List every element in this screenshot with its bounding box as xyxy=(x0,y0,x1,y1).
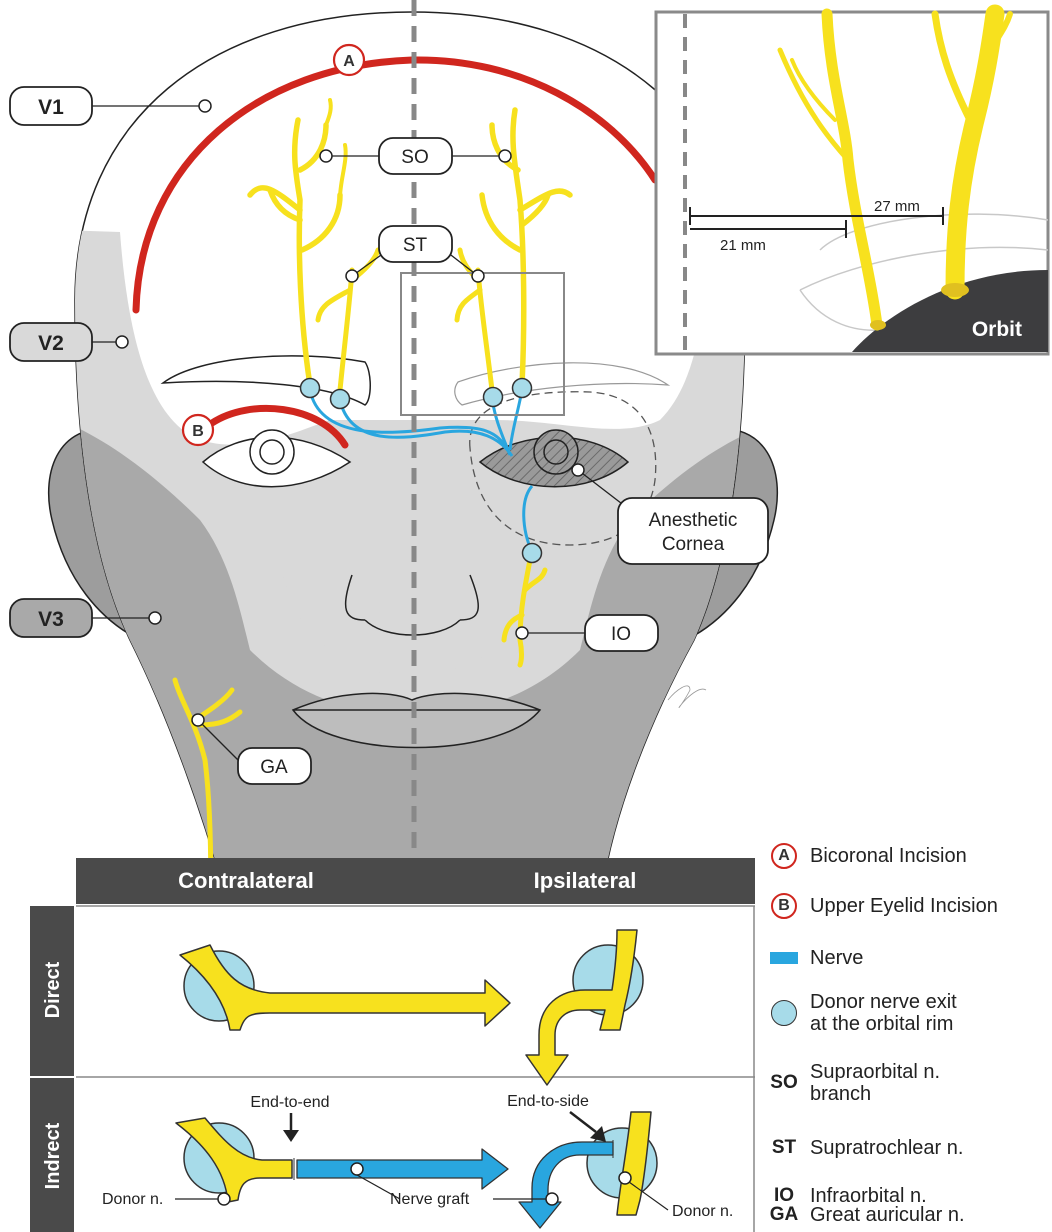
legend-item-a: A Bicoronal Incision xyxy=(764,838,967,874)
legend-item-donor: Donor nerve exit at the orbital rim xyxy=(764,988,957,1038)
legend-donor-text-2: at the orbital rim xyxy=(810,1013,957,1035)
col-contralateral: Contralateral xyxy=(178,868,314,893)
measure-21: 21 mm xyxy=(720,237,766,254)
legend-item-ga: GA Great auricular n. xyxy=(764,1198,965,1232)
measure-27: 27 mm xyxy=(874,198,920,215)
svg-text:ST: ST xyxy=(403,235,428,256)
svg-text:Cornea: Cornea xyxy=(662,534,725,555)
orbit-inset: Orbit 27 mm 21 mm xyxy=(656,12,1048,354)
legend-a-text: Bicoronal Incision xyxy=(810,845,967,867)
row-indirect: Indrect xyxy=(42,1122,64,1189)
legend-nerve-text: Nerve xyxy=(810,947,863,969)
legend-item-b: B Upper Eyelid Incision xyxy=(764,888,998,924)
v3-text: V3 xyxy=(38,608,64,631)
legend-so-text-1: Supraorbital n. xyxy=(810,1061,940,1083)
legend-donor-text-1: Donor nerve exit xyxy=(810,991,957,1013)
svg-text:IO: IO xyxy=(611,624,631,645)
legend-so-text-2: branch xyxy=(810,1083,940,1105)
legend-b-marker: B xyxy=(771,893,797,919)
incision-marker-b: B xyxy=(183,415,213,445)
svg-text:SO: SO xyxy=(401,147,428,168)
nerve-graft-label: Nerve graft xyxy=(390,1191,470,1208)
svg-text:A: A xyxy=(343,53,355,70)
legend-item-st: ST Supratrochlear n. xyxy=(764,1130,963,1166)
legend-ga-key: GA xyxy=(770,1204,799,1226)
v1-text: V1 xyxy=(38,96,64,119)
legend-item-nerve: Nerve xyxy=(764,940,863,976)
end-to-side-label: End-to-side xyxy=(507,1093,589,1110)
svg-text:B: B xyxy=(192,423,204,440)
v2-text: V2 xyxy=(38,332,64,355)
svg-text:GA: GA xyxy=(260,757,288,778)
legend-st-text: Supratrochlear n. xyxy=(810,1137,963,1159)
orbit-label: Orbit xyxy=(972,318,1022,341)
end-to-end-label: End-to-end xyxy=(250,1094,329,1111)
donor-exit-swatch xyxy=(771,1000,797,1026)
legend: A Bicoronal Incision B Upper Eyelid Inci… xyxy=(764,838,1052,1232)
legend-st-key: ST xyxy=(772,1137,796,1159)
legend-b-text: Upper Eyelid Incision xyxy=(810,895,998,917)
row-direct: Direct xyxy=(42,961,64,1018)
legend-item-so: SO Supraorbital n. branch xyxy=(764,1058,940,1108)
donor-label-right: Donor n. xyxy=(672,1203,733,1220)
incision-marker-a: A xyxy=(334,45,364,75)
legend-a-marker: A xyxy=(771,843,797,869)
donor-label-left: Donor n. xyxy=(102,1191,163,1208)
svg-text:Anesthetic: Anesthetic xyxy=(649,510,738,531)
nerve-swatch xyxy=(770,952,798,964)
col-ipsilateral: Ipsilateral xyxy=(534,868,637,893)
legend-so-key: SO xyxy=(770,1072,797,1094)
legend-ga-text: Great auricular n. xyxy=(810,1204,965,1226)
